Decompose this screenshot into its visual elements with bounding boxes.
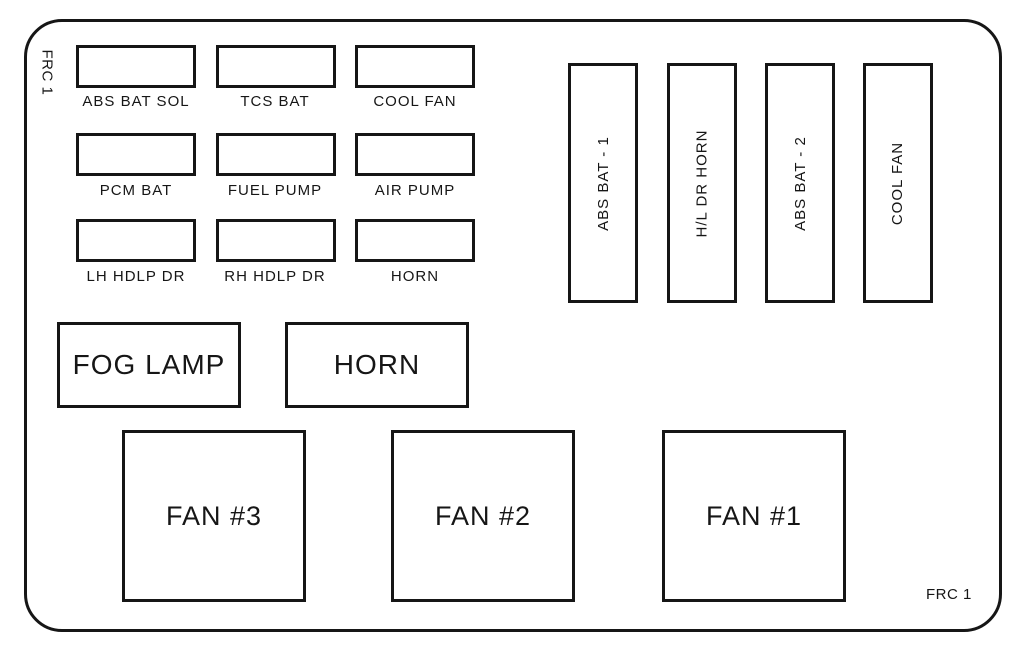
- maxi-fuse-hl-dr-horn: H/L DR HORN: [667, 63, 737, 303]
- fuse-label-air-pump: AIR PUMP: [374, 182, 456, 199]
- fuse-box-air-pump: [355, 133, 475, 176]
- fuse-box-rh-hdlp-dr: [216, 219, 336, 262]
- maxi-fuse-abs-bat-1: ABS BAT - 1: [568, 63, 638, 303]
- relay-fan-2: FAN #2: [391, 430, 575, 602]
- fuse-label-tcs-bat: TCS BAT: [240, 93, 310, 110]
- maxi-fuse-cool-fan: COOL FAN: [863, 63, 933, 303]
- fuse-box-lh-hdlp-dr: [76, 219, 196, 262]
- fuse-label-rh-hdlp-dr: RH HDLP DR: [224, 268, 326, 285]
- fuse-box-abs-bat-sol: [76, 45, 196, 88]
- fuse-label-pcm-bat: PCM BAT: [99, 182, 173, 199]
- fuse-label-fuel-pump: FUEL PUMP: [227, 182, 323, 199]
- relay-horn: HORN: [285, 322, 469, 408]
- relay-fan-3: FAN #3: [122, 430, 306, 602]
- relay-fan-1: FAN #1: [662, 430, 846, 602]
- frc1-label-top-left: FRC 1: [38, 49, 56, 96]
- maxi-fuse-label-abs-bat-2: ABS BAT - 2: [791, 135, 809, 231]
- maxi-fuse-label-hl-dr-horn: H/L DR HORN: [693, 129, 711, 237]
- fuse-label-abs-bat-sol: ABS BAT SOL: [82, 93, 190, 110]
- fuse-box-horn: [355, 219, 475, 262]
- fuse-label-cool-fan: COOL FAN: [373, 93, 457, 110]
- fuse-label-horn: HORN: [390, 268, 440, 285]
- maxi-fuse-abs-bat-2: ABS BAT - 2: [765, 63, 835, 303]
- fuse-box-cool-fan: [355, 45, 475, 88]
- fuse-box-pcm-bat: [76, 133, 196, 176]
- maxi-fuse-label-cool-fan: COOL FAN: [889, 141, 907, 225]
- relay-fog-lamp: FOG LAMP: [57, 322, 241, 408]
- fuse-box-tcs-bat: [216, 45, 336, 88]
- fuse-label-lh-hdlp-dr: LH HDLP DR: [86, 268, 186, 285]
- frc1-label-bottom-right: FRC 1: [926, 586, 972, 603]
- maxi-fuse-label-abs-bat-1: ABS BAT - 1: [594, 135, 612, 231]
- fuse-box-fuel-pump: [216, 133, 336, 176]
